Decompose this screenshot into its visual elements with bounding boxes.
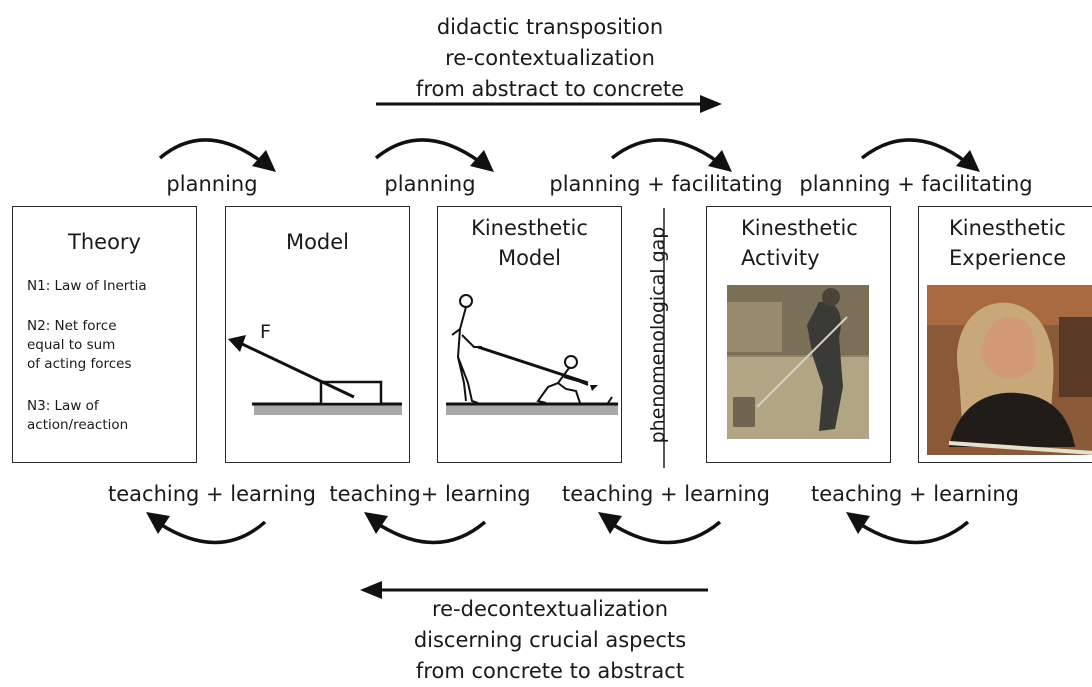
top-caption: didactic transposition re-contextualizat…: [330, 12, 770, 105]
teaching-learning-label: teaching + learning: [108, 482, 316, 506]
planning-label: planning: [384, 172, 476, 196]
upper-curved-arrow: [610, 138, 732, 172]
planning-facilitating-label: planning + facilitating: [799, 172, 1033, 196]
theory-item: equal to sum: [27, 337, 116, 353]
force-model-illustration: [228, 335, 402, 415]
phenomenological-gap-label: phenomenological gap: [647, 226, 669, 444]
top-caption-line: didactic transposition: [436, 15, 664, 39]
planning-facilitating-label: planning + facilitating: [549, 172, 783, 196]
kinesthetic-activity-title: Kinesthetic Activity: [707, 213, 890, 273]
title-line: Kinesthetic: [949, 216, 1066, 240]
bottom-caption-line: re-decontextualization: [431, 597, 669, 621]
kinesthetic-experience-box: Kinesthetic Experience: [918, 206, 1092, 463]
model-box: Model F: [225, 206, 410, 463]
experience-photo-illustration: [927, 285, 1092, 455]
planning-label: planning: [166, 172, 258, 196]
upper-curved-arrow: [860, 138, 980, 172]
theory-item: N3: Law of: [27, 398, 99, 414]
upper-curved-arrow: [158, 138, 276, 172]
top-long-arrow-head: [700, 95, 722, 113]
stick-figure-illustration: [446, 294, 618, 415]
kinesthetic-experience-title: Kinesthetic Experience: [919, 213, 1092, 273]
activity-photo-illustration: [727, 285, 869, 439]
title-line: Kinesthetic: [471, 216, 588, 240]
kinesthetic-activity-box: Kinesthetic Activity: [706, 206, 891, 463]
theory-item: N2: Net force: [27, 318, 117, 334]
title-line: Activity: [741, 246, 820, 270]
teaching-learning-label: teaching+ learning: [329, 482, 531, 506]
theory-title: Theory: [68, 230, 141, 254]
teaching-learning-label: teaching + learning: [811, 482, 1019, 506]
force-label: F: [260, 321, 271, 343]
lower-curved-arrow: [146, 512, 267, 545]
kinesthetic-model-title: Kinesthetic Model: [438, 213, 621, 273]
lower-curved-arrow: [846, 512, 970, 545]
top-caption-line: re-contextualization: [445, 46, 655, 70]
bottom-long-arrow-head: [360, 581, 382, 599]
top-caption-line: from abstract to concrete: [415, 77, 685, 101]
bottom-caption: re-decontextualization discerning crucia…: [330, 594, 770, 687]
upper-curved-arrow: [374, 138, 494, 172]
theory-item: N1: Law of Inertia: [27, 278, 147, 294]
title-line: Kinesthetic: [741, 216, 858, 240]
teaching-learning-label: teaching + learning: [562, 482, 770, 506]
theory-item: action/reaction: [27, 417, 129, 433]
title-line: Model: [497, 246, 562, 270]
theory-box: Theory N1: Law of Inertia N2: Net force …: [12, 206, 197, 463]
bottom-caption-line: from concrete to abstract: [415, 659, 685, 683]
lower-curved-arrow: [598, 512, 722, 545]
kinesthetic-model-box: Kinesthetic Model: [437, 206, 622, 463]
bottom-caption-line: discerning crucial aspects: [413, 628, 687, 652]
lower-curved-arrow: [364, 512, 487, 545]
title-line: Experience: [949, 246, 1067, 270]
model-title: Model: [285, 230, 350, 254]
theory-item: of acting forces: [27, 356, 132, 372]
